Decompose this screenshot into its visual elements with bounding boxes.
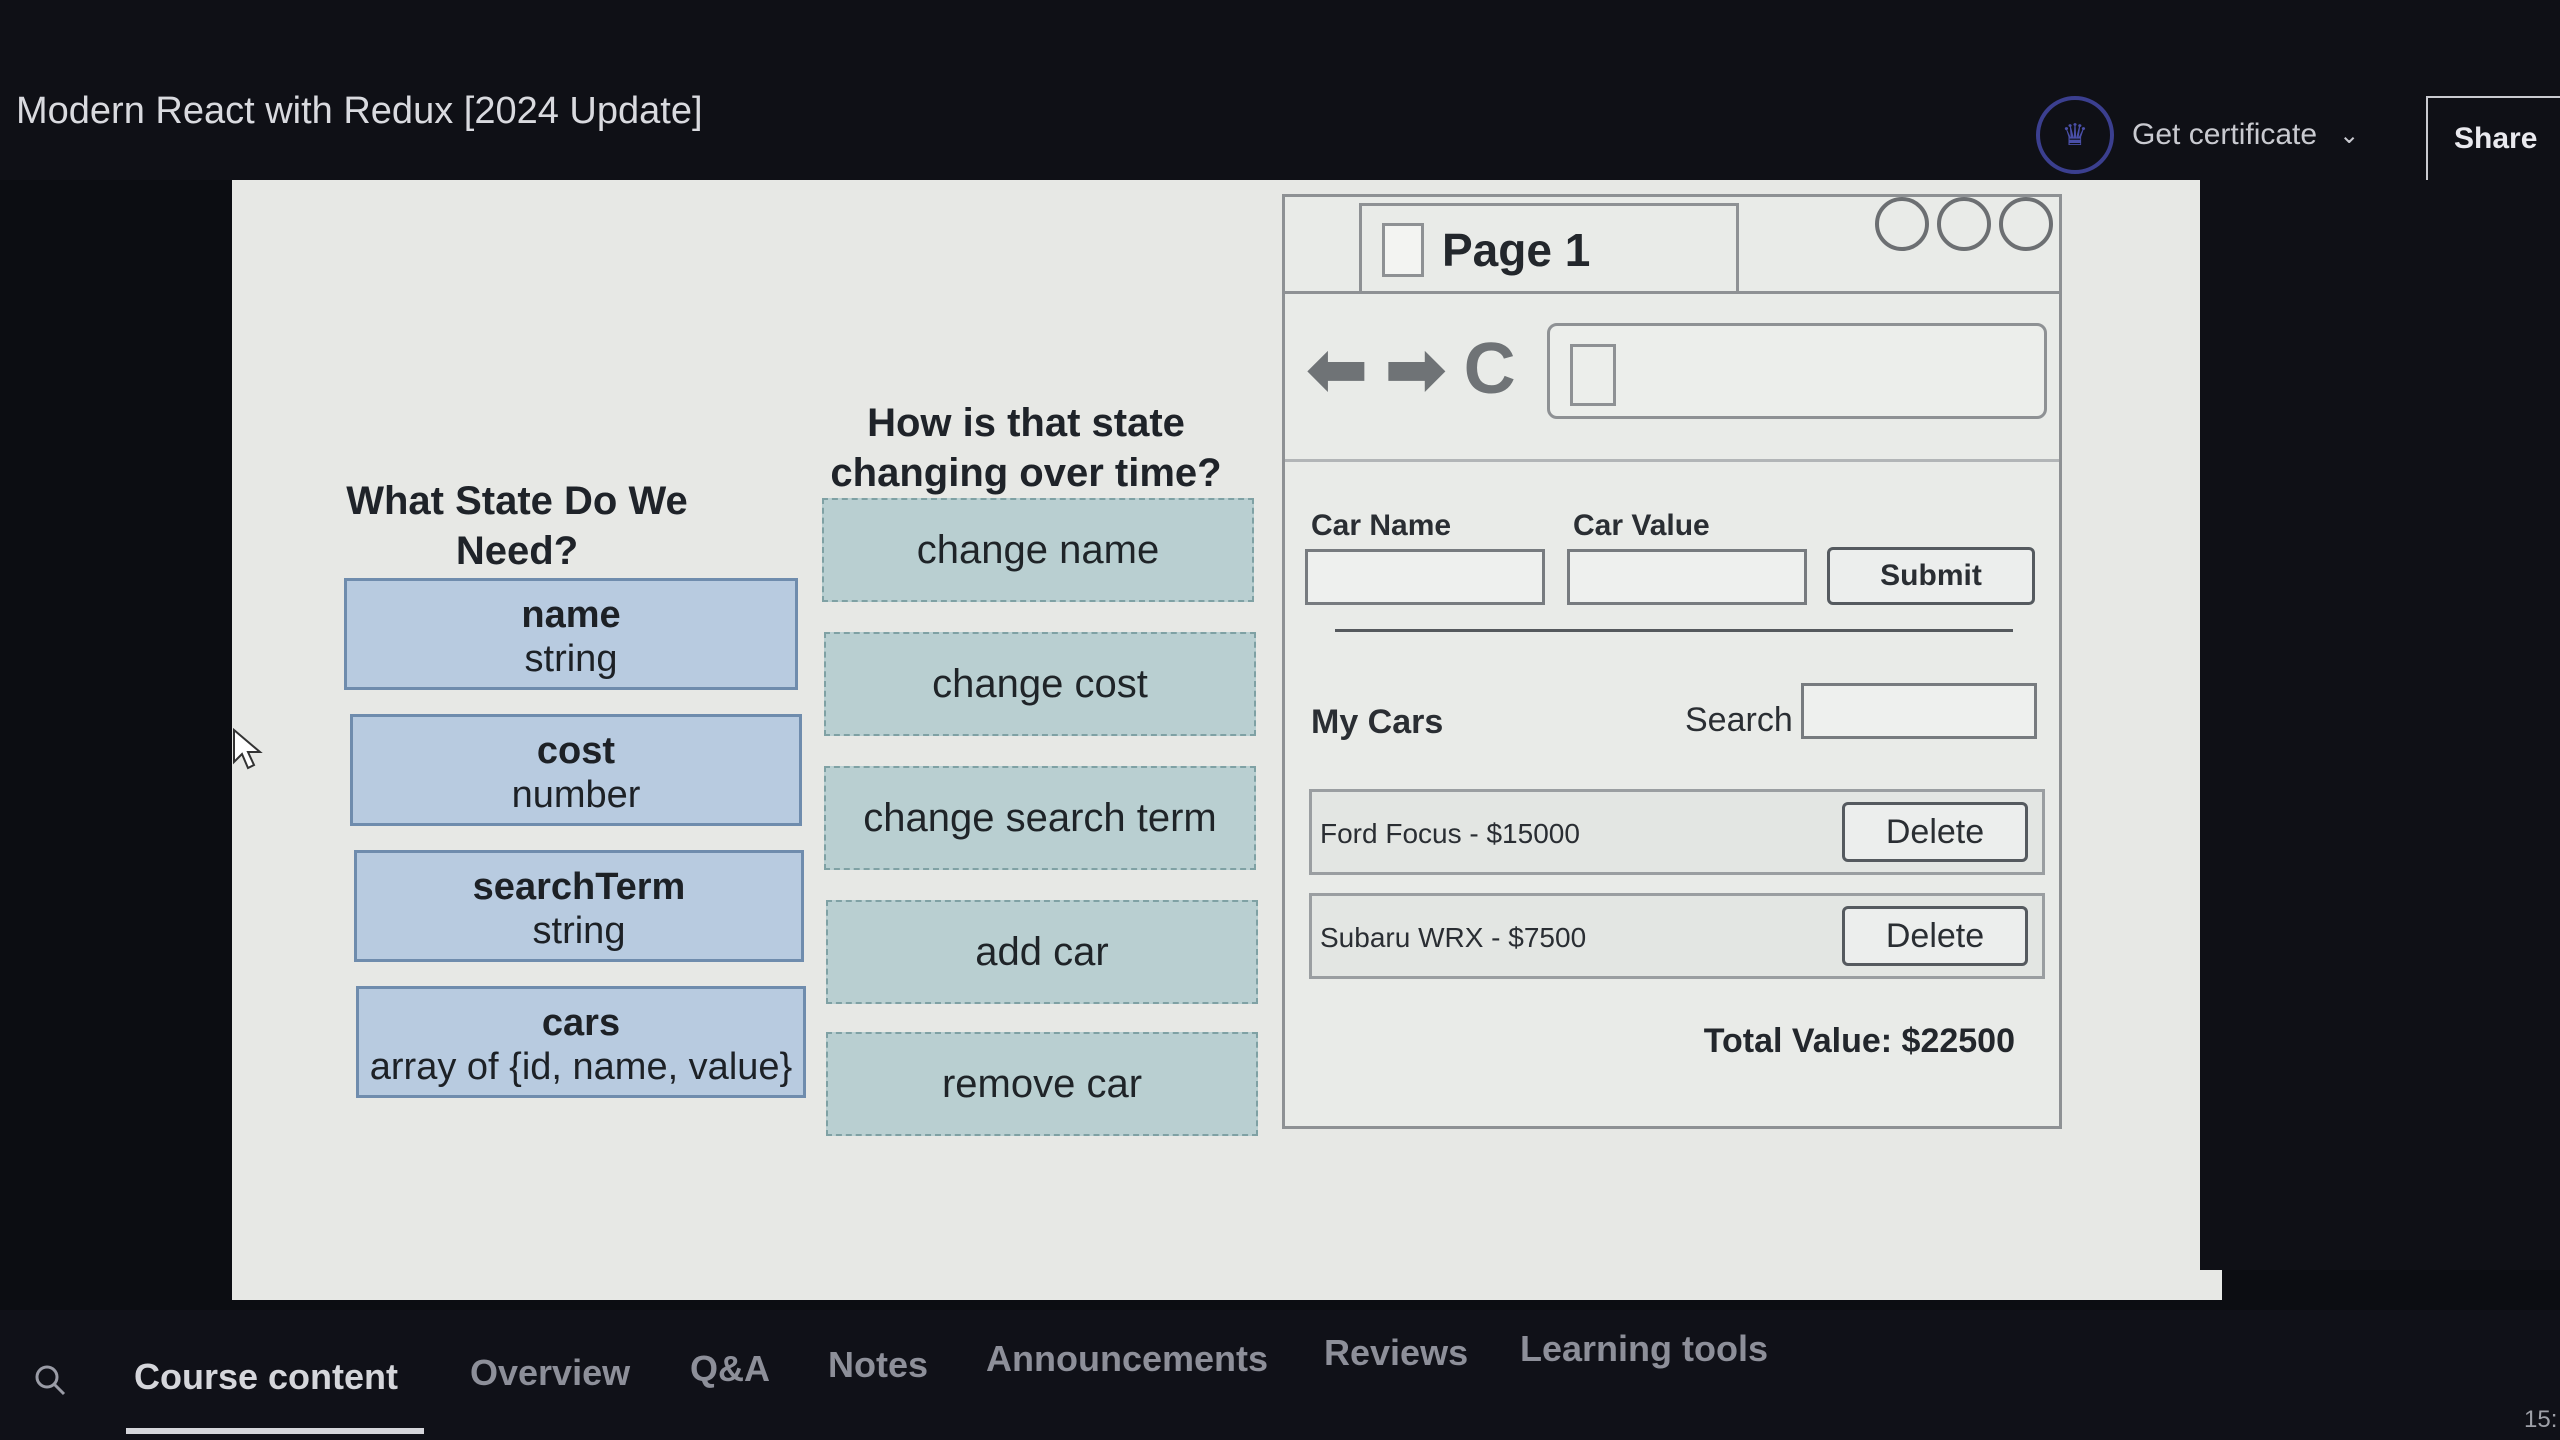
car-value-input	[1567, 549, 1807, 605]
browser-nav: ⬅ ➡ C	[1307, 327, 1516, 411]
state-item-label: cars	[541, 1002, 621, 1044]
total-amount: $22500	[1901, 1022, 2015, 1060]
state-item-type: number	[511, 774, 641, 816]
forward-arrow-icon: ➡	[1385, 330, 1446, 410]
lecture-video[interactable]: What State Do We Need? name string cost …	[232, 180, 2222, 1300]
state-item-cost: cost number	[350, 714, 802, 826]
course-tabs-bar	[0, 1310, 2560, 1440]
share-label: Share	[2454, 122, 2538, 155]
active-tab-indicator	[126, 1428, 424, 1434]
faint-editor-toolbar	[252, 196, 1012, 236]
tab-overview[interactable]: Overview	[470, 1352, 631, 1393]
tab-notes[interactable]: Notes	[828, 1344, 929, 1385]
browser-tab-label: Page 1	[1442, 223, 1591, 276]
mock-browser-window: Page 1 ⬅ ➡ C Car Name Car Value Submit M…	[1282, 194, 2062, 1129]
state-item-type: array of {id, name, value}	[369, 1046, 793, 1088]
nav-divider	[1285, 459, 2059, 462]
car-value-label: Car Value	[1573, 509, 1710, 542]
window-controls	[1875, 197, 2053, 251]
course-title: Modern React with Redux [2024 Update]	[16, 90, 703, 132]
tab-announcements[interactable]: Announcements	[986, 1338, 1269, 1379]
delete-button: Delete	[1842, 906, 2028, 966]
car-name-input	[1305, 549, 1545, 605]
search-input	[1801, 683, 2037, 739]
submit-button: Submit	[1827, 547, 2035, 605]
car-item-text: Subaru WRX - $7500	[1320, 922, 1587, 953]
get-certificate-button[interactable]: ♛ Get certificate ⌄	[2036, 96, 2359, 174]
get-certificate-label: Get certificate	[2132, 118, 2318, 151]
changes-heading: How is that state changing over time?	[830, 401, 1222, 495]
chevron-down-icon: ⌄	[2339, 121, 2360, 149]
my-cars-label: My Cars	[1311, 703, 1444, 741]
state-item-cars: cars array of {id, name, value}	[356, 986, 806, 1098]
tab-reviews[interactable]: Reviews	[1324, 1332, 1469, 1373]
mouse-cursor-icon	[233, 728, 263, 770]
state-heading: What State Do We Need?	[346, 479, 688, 573]
url-bar	[1547, 323, 2047, 419]
form-divider	[1335, 629, 2013, 632]
tab-course-content[interactable]: Course content	[134, 1356, 399, 1397]
clock: 15:	[2524, 1406, 2558, 1433]
state-item-searchterm: searchTerm string	[354, 850, 804, 962]
change-item: add car	[826, 900, 1258, 1004]
car-name-label: Car Name	[1311, 509, 1452, 542]
tab-divider	[1285, 291, 2059, 294]
change-item: change cost	[824, 632, 1256, 736]
car-item-text: Ford Focus - $15000	[1320, 818, 1580, 849]
back-arrow-icon: ⬅	[1307, 330, 1368, 410]
browser-tab: Page 1	[1359, 203, 1739, 293]
total-value: Total Value: $22500	[1704, 1022, 2015, 1061]
change-item: remove car	[826, 1032, 1258, 1136]
delete-button: Delete	[1842, 802, 2028, 862]
state-item-name: name string	[344, 578, 798, 690]
share-button[interactable]: Share	[2426, 96, 2560, 182]
reload-icon: C	[1463, 329, 1516, 409]
window-circle-icon	[1875, 197, 1929, 251]
car-list-item: Ford Focus - $15000 Delete	[1309, 789, 2045, 875]
state-item-label: searchTerm	[472, 866, 686, 908]
course-header: Modern React with Redux [2024 Update] ♛ …	[0, 0, 2560, 182]
page-icon	[1570, 344, 1616, 406]
window-circle-icon	[1937, 197, 1991, 251]
state-item-type: string	[524, 638, 618, 680]
trophy-icon: ♛	[2036, 96, 2114, 174]
state-item-type: string	[532, 910, 626, 952]
tab-qa[interactable]: Q&A	[690, 1348, 770, 1389]
search-icon[interactable]	[32, 1362, 68, 1398]
state-item-label: cost	[536, 730, 616, 772]
car-list-item: Subaru WRX - $7500 Delete	[1309, 893, 2045, 979]
window-circle-icon	[1999, 197, 2053, 251]
search-label: Search	[1685, 701, 1793, 739]
page-icon	[1382, 222, 1424, 277]
video-side-panel	[2200, 180, 2560, 1270]
total-label: Total Value:	[1703, 1022, 1893, 1060]
tab-learning-tools[interactable]: Learning tools	[1520, 1328, 1769, 1369]
state-item-label: name	[521, 594, 621, 636]
change-item: change name	[822, 498, 1254, 602]
change-item: change search term	[824, 766, 1256, 870]
